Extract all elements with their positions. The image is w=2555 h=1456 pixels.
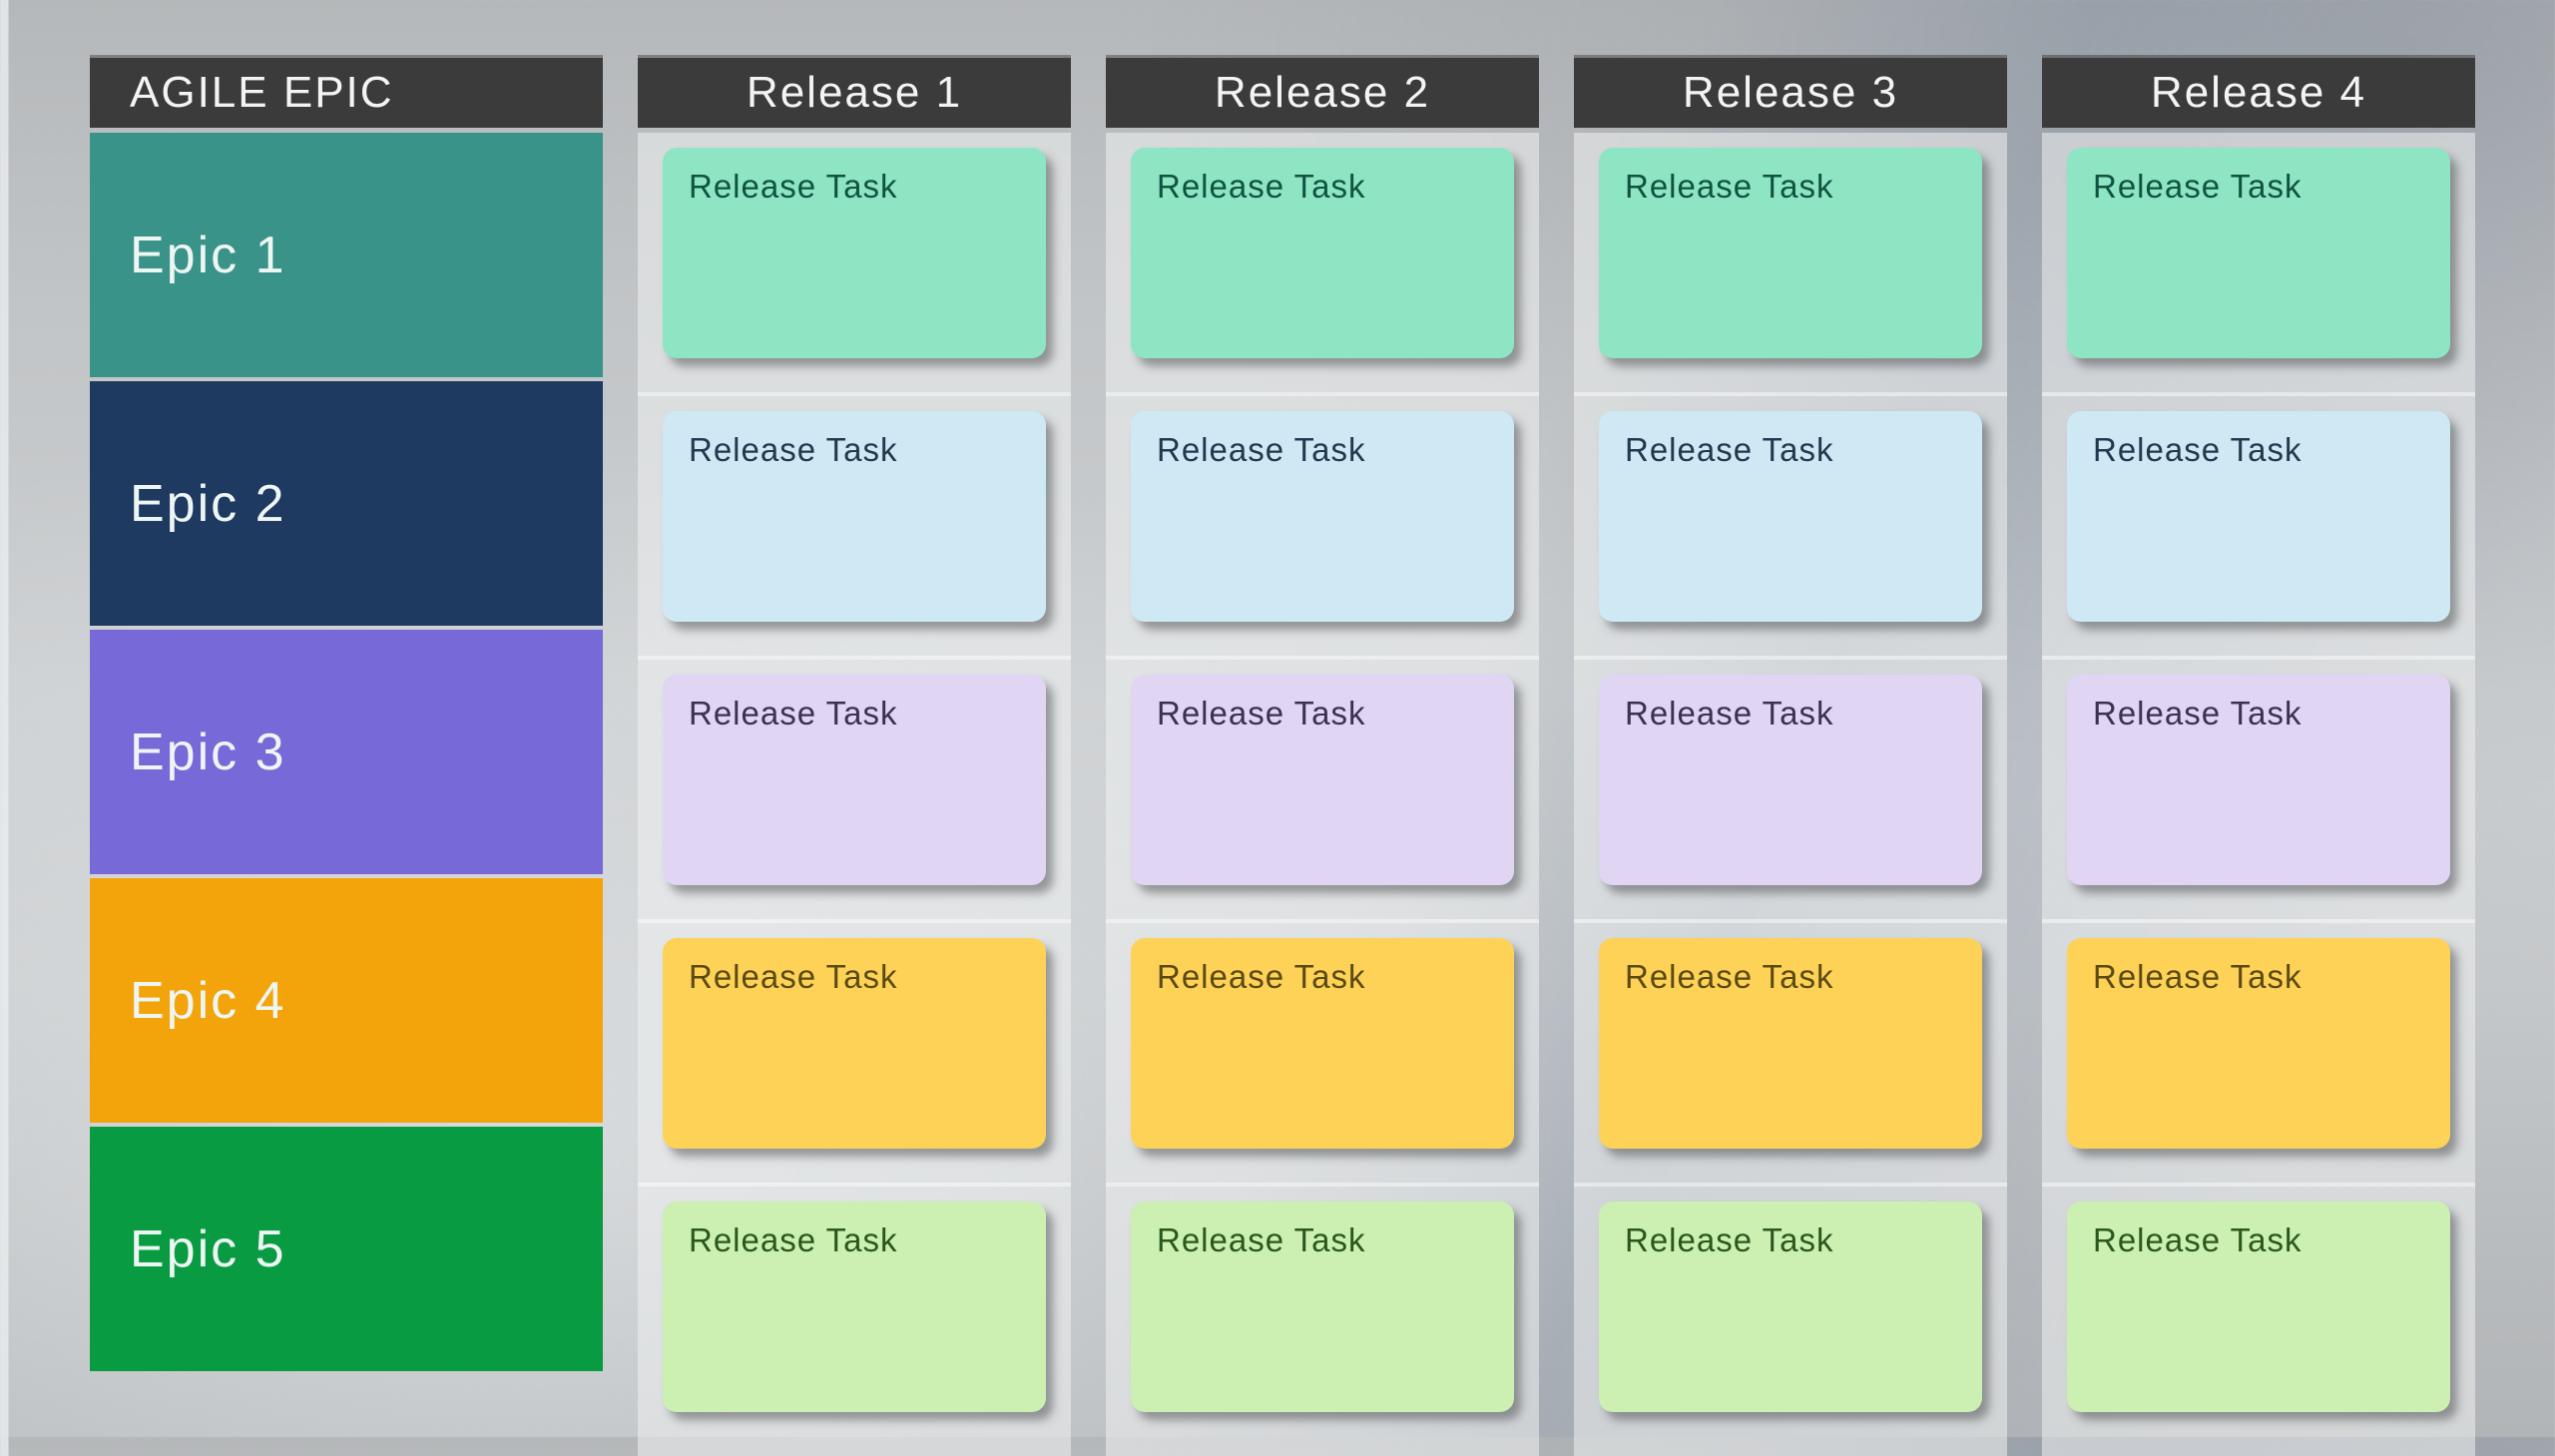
task-card[interactable]: Release Task (1131, 675, 1514, 885)
task-card-label: Release Task (1625, 431, 1834, 468)
task-card-label: Release Task (2093, 1221, 2302, 1258)
epic-lane-4[interactable]: Epic 4 (90, 878, 603, 1123)
release-cell: Release Task (638, 1187, 1071, 1446)
task-card-label: Release Task (2093, 168, 2302, 205)
task-card[interactable]: Release Task (1599, 148, 1982, 358)
task-card-label: Release Task (1157, 1221, 1366, 1258)
release-cell: Release Task (2042, 923, 2475, 1187)
task-card[interactable]: Release Task (1599, 675, 1982, 885)
release-cell: Release Task (638, 923, 1071, 1187)
epic-column-title: AGILE EPIC (130, 68, 394, 117)
release-1-column: Release 1 Release Task Release Task Rele… (638, 58, 1071, 1456)
epic-column-header: AGILE EPIC (90, 58, 603, 128)
task-card[interactable]: Release Task (2067, 675, 2450, 885)
release-cell: Release Task (2042, 133, 2475, 396)
release-cell: Release Task (1106, 660, 1539, 923)
task-card-label: Release Task (1157, 695, 1366, 731)
task-card-label: Release Task (1625, 1221, 1834, 1258)
release-column-title: Release 3 (1682, 68, 1899, 117)
release-2-header: Release 2 (1106, 58, 1539, 128)
release-cell: Release Task (638, 660, 1071, 923)
task-card[interactable]: Release Task (1599, 938, 1982, 1149)
epic-lane-label: Epic 5 (130, 1219, 286, 1278)
release-2-panel: Release Task Release Task Release Task R… (1106, 133, 1539, 1456)
task-card[interactable]: Release Task (663, 938, 1046, 1149)
release-cell: Release Task (1574, 660, 2007, 923)
task-card[interactable]: Release Task (663, 411, 1046, 622)
release-cell: Release Task (1106, 133, 1539, 396)
task-card-label: Release Task (689, 958, 898, 995)
release-cell: Release Task (1106, 396, 1539, 660)
release-cell: Release Task (1574, 133, 2007, 396)
epic-lane-2[interactable]: Epic 2 (90, 381, 603, 626)
release-cell: Release Task (638, 396, 1071, 660)
task-card-label: Release Task (689, 431, 898, 468)
release-3-panel: Release Task Release Task Release Task R… (1574, 133, 2007, 1456)
task-card[interactable]: Release Task (2067, 411, 2450, 622)
release-cell: Release Task (638, 133, 1071, 396)
task-card[interactable]: Release Task (2067, 1202, 2450, 1412)
release-plan-board: AGILE EPIC Epic 1 Epic 2 Epic 3 Epic 4 E… (90, 58, 2475, 1456)
epic-lane-label: Epic 4 (130, 971, 286, 1030)
release-column-title: Release 4 (2150, 68, 2367, 117)
release-cell: Release Task (1106, 1187, 1539, 1446)
release-cell: Release Task (1106, 923, 1539, 1187)
release-column-title: Release 2 (1214, 68, 1431, 117)
task-card-label: Release Task (1157, 168, 1366, 205)
release-cell: Release Task (1574, 923, 2007, 1187)
epic-lane-3[interactable]: Epic 3 (90, 630, 603, 874)
task-card-label: Release Task (2093, 958, 2302, 995)
release-column-title: Release 1 (746, 68, 963, 117)
task-card[interactable]: Release Task (1131, 148, 1514, 358)
task-card-label: Release Task (1157, 431, 1366, 468)
release-cell: Release Task (2042, 1187, 2475, 1446)
epic-lane-label: Epic 1 (130, 226, 286, 284)
task-card[interactable]: Release Task (1131, 1202, 1514, 1412)
task-card[interactable]: Release Task (1599, 411, 1982, 622)
release-cell: Release Task (2042, 660, 2475, 923)
epic-lane-label: Epic 3 (130, 723, 286, 781)
task-card[interactable]: Release Task (663, 1202, 1046, 1412)
task-card-label: Release Task (2093, 695, 2302, 731)
release-4-header: Release 4 (2042, 58, 2475, 128)
release-cell: Release Task (2042, 396, 2475, 660)
task-card-label: Release Task (2093, 431, 2302, 468)
release-cell: Release Task (1574, 1187, 2007, 1446)
release-3-column: Release 3 Release Task Release Task Rele… (1574, 58, 2007, 1456)
release-cell: Release Task (1574, 396, 2007, 660)
release-1-panel: Release Task Release Task Release Task R… (638, 133, 1071, 1456)
release-4-column: Release 4 Release Task Release Task Rele… (2042, 58, 2475, 1456)
task-card-label: Release Task (1625, 958, 1834, 995)
release-4-panel: Release Task Release Task Release Task R… (2042, 133, 2475, 1456)
release-1-header: Release 1 (638, 58, 1071, 128)
epic-column: AGILE EPIC Epic 1 Epic 2 Epic 3 Epic 4 E… (90, 58, 603, 1456)
task-card[interactable]: Release Task (1131, 411, 1514, 622)
epic-lane-1[interactable]: Epic 1 (90, 133, 603, 377)
task-card[interactable]: Release Task (663, 675, 1046, 885)
task-card-label: Release Task (1625, 695, 1834, 731)
epic-lane-5[interactable]: Epic 5 (90, 1127, 603, 1371)
task-card[interactable]: Release Task (1131, 938, 1514, 1149)
release-2-column: Release 2 Release Task Release Task Rele… (1106, 58, 1539, 1456)
task-card-label: Release Task (689, 1221, 898, 1258)
epic-lane-label: Epic 2 (130, 474, 286, 533)
task-card[interactable]: Release Task (663, 148, 1046, 358)
task-card-label: Release Task (689, 695, 898, 731)
release-3-header: Release 3 (1574, 58, 2007, 128)
task-card-label: Release Task (1157, 958, 1366, 995)
task-card[interactable]: Release Task (1599, 1202, 1982, 1412)
epic-lanes: Epic 1 Epic 2 Epic 3 Epic 4 Epic 5 (90, 133, 603, 1371)
task-card[interactable]: Release Task (2067, 148, 2450, 358)
task-card-label: Release Task (689, 168, 898, 205)
task-card-label: Release Task (1625, 168, 1834, 205)
task-card[interactable]: Release Task (2067, 938, 2450, 1149)
